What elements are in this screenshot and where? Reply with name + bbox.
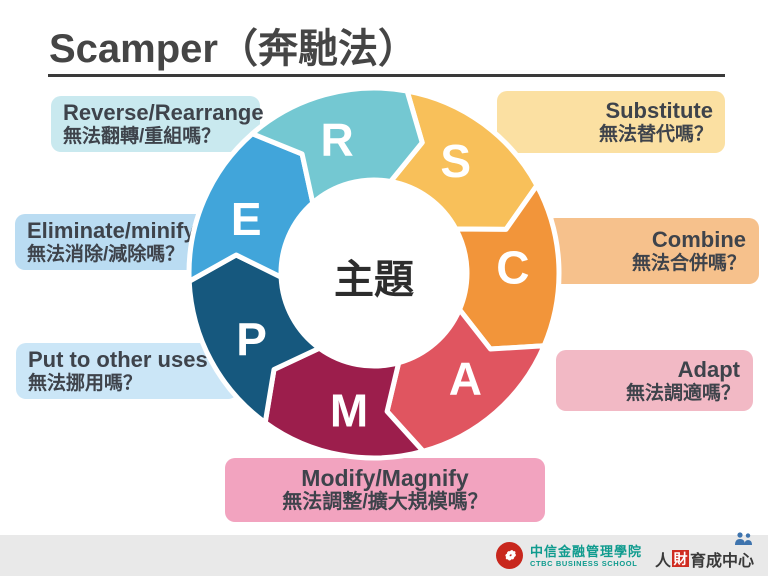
talent-center-block: 人 財 育成中心 [655,531,754,571]
talent-center-name: 人 財 育成中心 [655,547,754,571]
school-name-block: 中信金融管理學院 CTBC BUSINESS SCHOOL [530,544,642,568]
label-substitute: Substitute 無法替代嗎？ [497,91,725,153]
label-reverse-rearrange: Reverse/Rearrange 無法翻轉/重組嗎？ [51,96,264,152]
school-name-zh: 中信金融管理學院 [529,543,642,559]
label-combine: Combine 無法合併嗎？ [545,218,759,284]
page-title: Scamper（奔馳法） [49,27,418,71]
talent-prefix: 人 [654,552,671,570]
label-substitute-zh: 無法替代嗎？ [598,124,713,145]
label-reverse-en: Reverse/Rearrange [63,100,264,125]
school-name-en: CTBC BUSINESS SCHOOL [529,558,638,568]
label-put-zh: 無法挪用嗎？ [28,373,143,394]
wheel-center-topic: 主題 [334,258,414,302]
wheel-letter-C: C [496,241,529,293]
wheel-letter-E: E [231,193,262,245]
people-icon [735,531,752,545]
label-combine-en: Combine [651,227,746,252]
label-put-en: Put to other uses [28,347,208,372]
talent-suffix: 育成中心 [689,552,754,570]
ctbc-logo-group: ❁ 中信金融管理學院 CTBC BUSINESS SCHOOL 人 財 育成中心 [495,531,768,571]
label-modify-en: Modify/Magnify [301,465,469,491]
label-substitute-en: Substitute [605,98,713,123]
wheel-letter-R: R [320,114,353,166]
wheel-center-circle [281,180,467,366]
talent-highlight: 財 [671,550,689,567]
title-underline [48,74,725,77]
label-adapt-en: Adapt [677,356,740,382]
wheel-letter-A: A [449,352,482,404]
label-combine-zh: 無法合併嗎？ [631,253,746,274]
label-reverse-zh: 無法翻轉/重組嗎？ [63,126,221,147]
label-adapt-zh: 無法調適嗎？ [625,382,740,404]
ctbc-seal-icon: ❁ [495,542,523,569]
label-eliminate-zh: 無法消除/減除嗎？ [27,244,185,265]
footer-bar: ❁ 中信金融管理學院 CTBC BUSINESS SCHOOL 人 財 育成中心 [0,531,768,576]
label-eliminate-en: Eliminate/minify [27,218,196,243]
wheel-letter-P: P [236,313,267,365]
label-modify-magnify: Modify/Magnify 無法調整/擴大規模嗎？ [225,458,545,522]
label-modify-zh: 無法調整/擴大規模嗎？ [282,491,488,513]
label-put-to-other-uses: Put to other uses 無法挪用嗎？ [16,343,238,399]
wheel-letter-M: M [330,384,368,436]
wheel-letter-S: S [440,135,471,187]
label-adapt: Adapt 無法調適嗎？ [556,350,753,411]
